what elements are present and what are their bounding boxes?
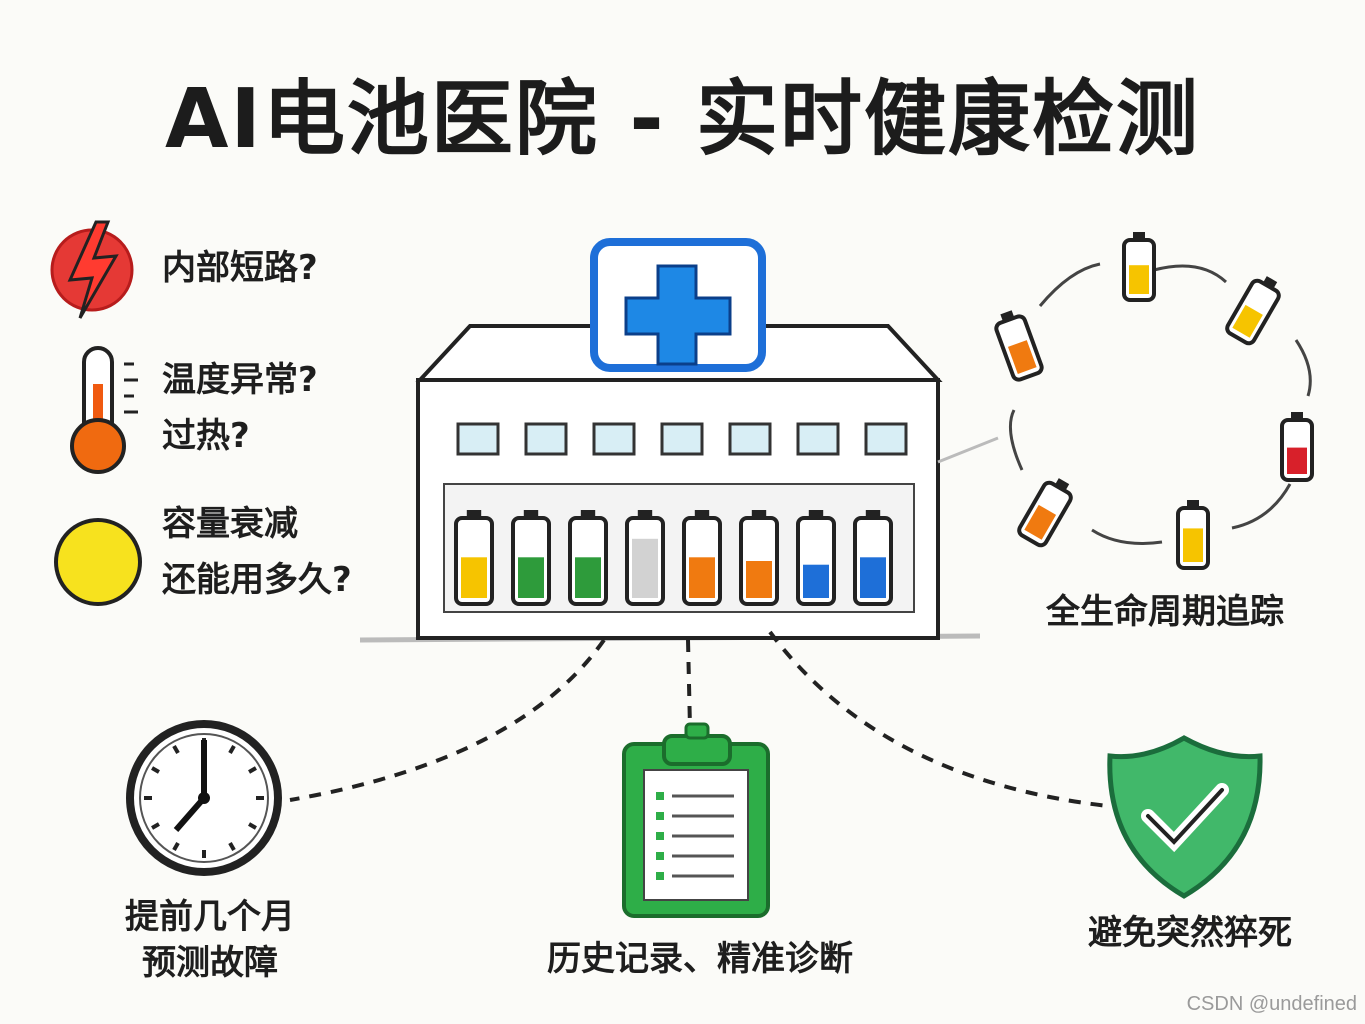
- problem-capacity: 容量衰减 还能用多久?: [162, 504, 352, 600]
- medical-cross-icon: [624, 264, 732, 366]
- watermark: CSDN @undefined: [1186, 993, 1357, 1015]
- predict-fault-label: 提前几个月 预测故障: [125, 897, 295, 983]
- dashed-connectors: [289, 630, 1109, 808]
- window: [592, 422, 636, 456]
- battery-icon: [1225, 276, 1281, 346]
- battery-icon: [454, 510, 494, 606]
- yellow-circle-icon: [54, 518, 142, 606]
- battery-icon: [739, 510, 779, 606]
- problem-temperature: 温度异常? 过热?: [162, 360, 318, 456]
- history-diagnosis-label: 历史记录、精准诊断: [547, 939, 853, 979]
- battery-icon: [1176, 500, 1210, 570]
- battery-icon: [511, 510, 551, 606]
- clipboard-icon: [622, 722, 770, 918]
- battery-icon: [625, 510, 665, 606]
- window: [456, 422, 500, 456]
- battery-icon: [1017, 478, 1073, 548]
- battery-icon: [568, 510, 608, 606]
- battery-icon: [1122, 232, 1156, 302]
- problem-short-circuit: 内部短路?: [162, 248, 318, 288]
- battery-icon: [1280, 412, 1314, 482]
- clock-icon: [126, 720, 282, 876]
- window: [864, 422, 908, 456]
- battery-row: [454, 510, 893, 606]
- page-title: AI电池医院 - 实时健康检测: [164, 72, 1201, 167]
- window: [524, 422, 568, 456]
- lifecycle-label: 全生命周期追踪: [1046, 592, 1284, 632]
- avoid-sudden-death-label: 避免突然猝死: [1088, 913, 1292, 953]
- window-row: [456, 422, 908, 456]
- window: [728, 422, 772, 456]
- window: [660, 422, 704, 456]
- lightning-icon: [50, 220, 134, 319]
- battery-icon: [853, 510, 893, 606]
- window: [796, 422, 840, 456]
- battery-icon: [796, 510, 836, 606]
- lifecycle-ring: [994, 232, 1314, 570]
- thermometer-icon: [70, 346, 138, 474]
- battery-icon: [994, 310, 1044, 382]
- shield-check-icon: [1107, 735, 1263, 899]
- hospital-building: [359, 238, 999, 643]
- battery-icon: [682, 510, 722, 606]
